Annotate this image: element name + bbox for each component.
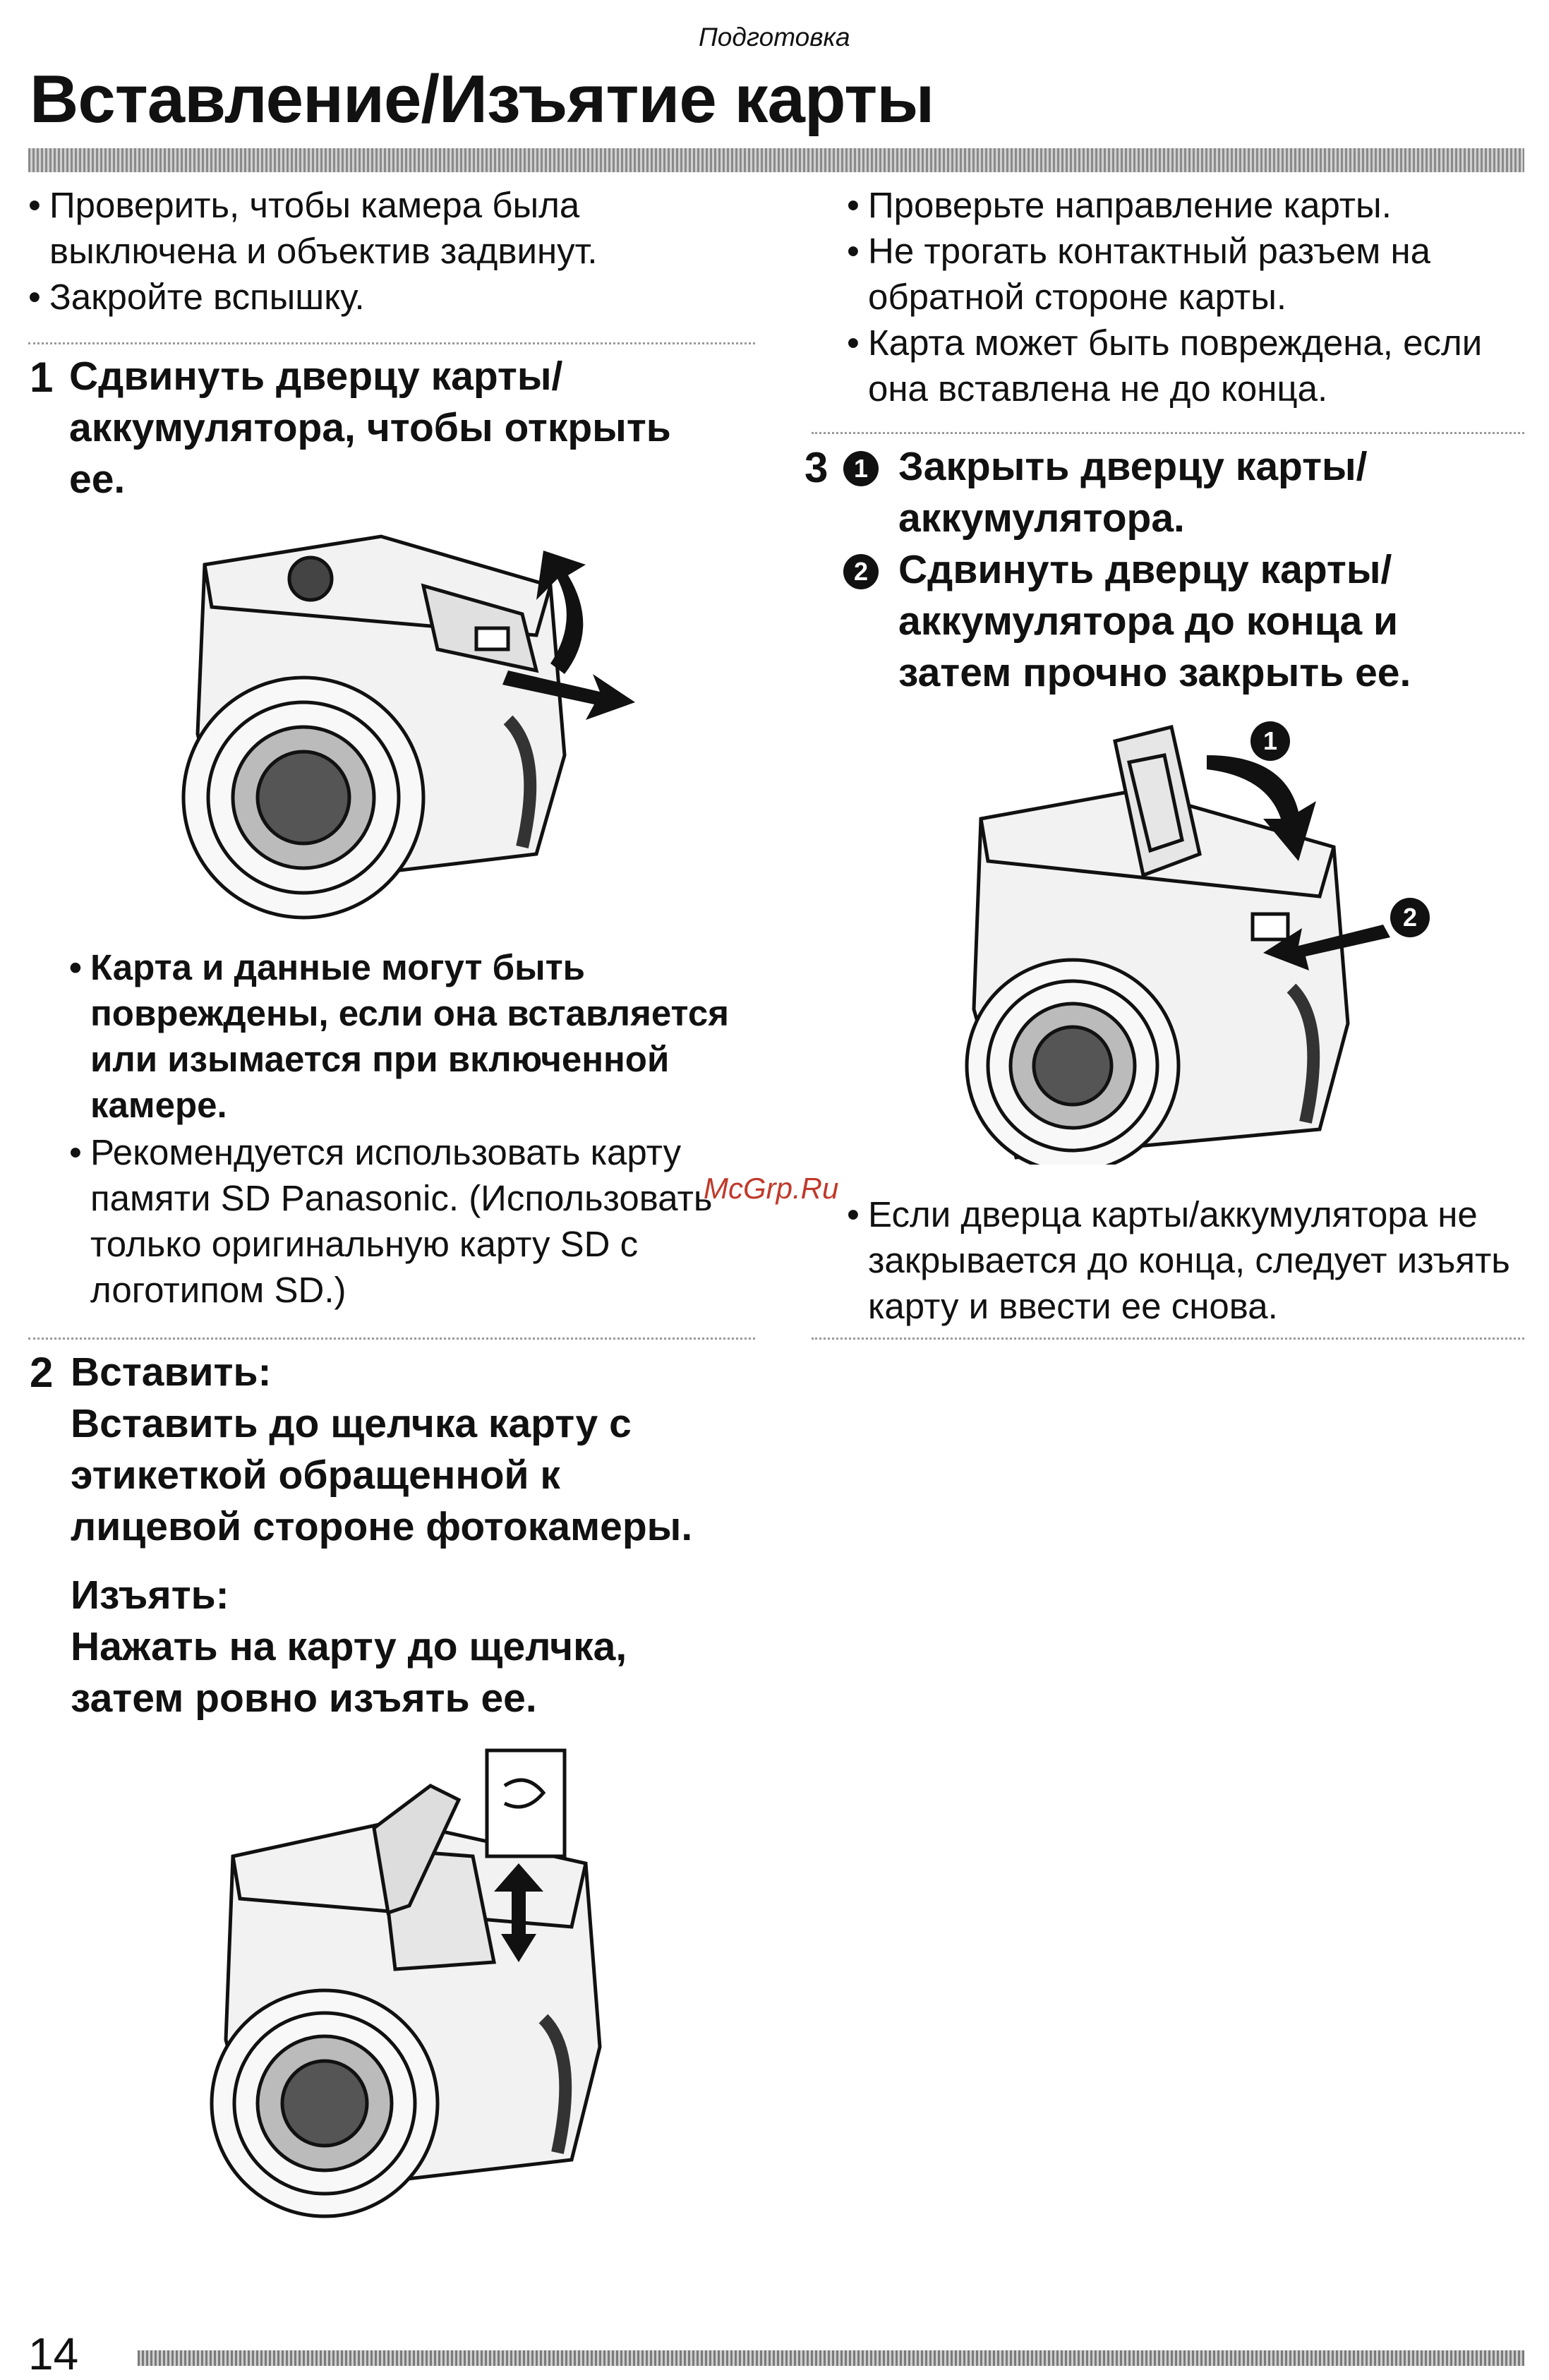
- bullet-item: Карта и данные могут быть повреждены, ес…: [69, 944, 747, 1128]
- step-1-number: 1: [30, 354, 54, 401]
- bullet-item: Если дверца карты/аккумулятора не закрыв…: [847, 1191, 1524, 1329]
- divider: [812, 432, 1524, 434]
- camera-figure-open-door: [181, 534, 635, 920]
- left-top-bullets: Проверить, чтобы камера была выключена и…: [28, 182, 748, 320]
- callout-1: 1: [1263, 726, 1277, 755]
- divider: [28, 1338, 755, 1340]
- step-1-notes: Рекомендуется использовать карту памяти …: [69, 1129, 747, 1313]
- callout-2: 2: [1403, 903, 1417, 932]
- insert-label: Вставить:: [71, 1350, 272, 1395]
- step-3-sub1: 1 Закрыть дверцу карты/ аккумулятора.: [843, 441, 1535, 544]
- bullet-item: Проверить, чтобы камера была выключена и…: [28, 182, 748, 274]
- divider: [812, 1338, 1524, 1340]
- divider: [28, 342, 755, 344]
- bullet-item: Не трогать контактный разъем на обратной…: [847, 228, 1524, 320]
- footer-rule: [138, 2350, 1524, 2366]
- step-2-number: 2: [30, 1349, 54, 1396]
- page-title: Вставление/Изъятие карты: [30, 61, 934, 137]
- bullet-item: Закройте вспышку.: [28, 274, 748, 320]
- step-1-warning: Карта и данные могут быть повреждены, ес…: [69, 944, 747, 1128]
- bullet-item: Рекомендуется использовать карту памяти …: [69, 1129, 747, 1313]
- step-3-notes: Если дверца карты/аккумулятора не закрыв…: [847, 1191, 1524, 1329]
- page-number: 14: [28, 2328, 79, 2379]
- callout-markers: 1 2: [1250, 721, 1430, 937]
- step-2-text: Вставить: Вставить до щелчка карту с эти…: [71, 1347, 776, 1724]
- step-marker-2: 2: [843, 554, 879, 589]
- bullet-item: Проверьте направление карты.: [847, 182, 1524, 228]
- camera-figure-insert-card: [210, 1748, 602, 2218]
- camera-figure-close-door: 1 2: [965, 721, 1430, 1165]
- watermark: McGrp.Ru: [704, 1172, 839, 1205]
- title-rule: [28, 148, 1524, 172]
- right-top-bullets: Проверьте направление карты. Не трогать …: [847, 182, 1524, 411]
- section-label: Подготовка: [699, 23, 850, 52]
- step-marker-1: 1: [843, 451, 879, 486]
- bullet-item: Карта может быть повреждена, если она вс…: [847, 320, 1524, 411]
- step-3-sub2: 2 Сдвинуть дверцу карты/ аккумулятора до…: [843, 544, 1535, 699]
- remove-label: Изъять:: [71, 1573, 229, 1618]
- step-3-number: 3: [804, 444, 828, 491]
- step-1-text: Сдвинуть дверцу карты/ аккумулятора, что…: [69, 354, 671, 502]
